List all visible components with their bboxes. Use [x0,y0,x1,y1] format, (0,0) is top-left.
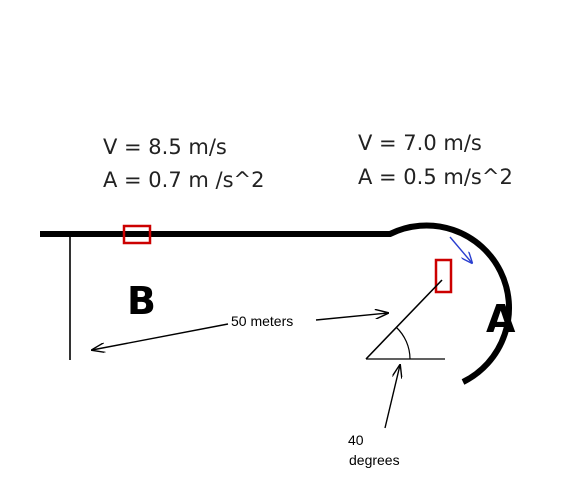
radius-line [365,279,443,360]
car-box-b [122,224,152,245]
b-velocity-label: V = 8.5 m/s [103,135,227,159]
angle-label-value: 40 [348,432,364,448]
angle-label-unit: degrees [349,452,400,468]
track-path [40,222,512,385]
point-b-label: B [127,279,156,323]
a-acceleration-label: A = 0.5 m/s^2 [358,165,513,189]
angle-pointer-arrow [384,365,400,429]
radius-pointer-arrow [315,313,388,321]
car-box-a [434,258,453,294]
radius-label: 50 meters [231,313,293,329]
b-acceleration-label: A = 0.7 m /s^2 [103,168,265,192]
distance-pointer-arrow [92,323,229,350]
a-velocity-label: V = 7.0 m/s [358,131,482,155]
direction-arrow [449,236,472,263]
angle-arc [395,326,411,360]
point-a-label: A [486,297,516,341]
